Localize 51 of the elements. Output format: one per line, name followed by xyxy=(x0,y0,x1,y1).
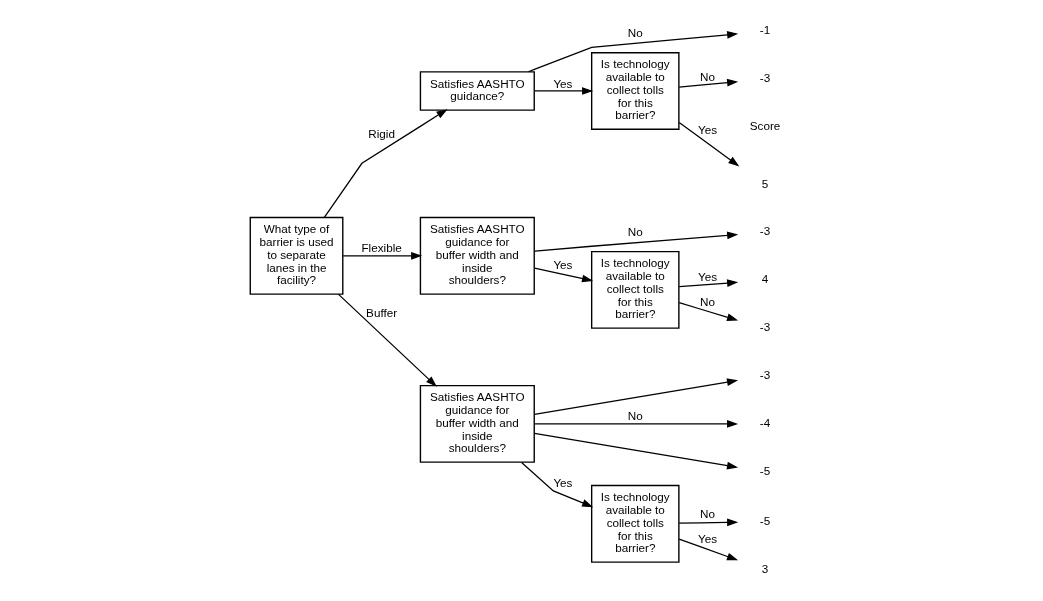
label: Score xyxy=(749,119,780,133)
edge-label: Yes xyxy=(552,476,572,490)
edge-label: Yes xyxy=(697,270,717,284)
edge-label: Yes xyxy=(697,123,717,137)
arrow xyxy=(533,231,738,252)
node-box: Is technology available to collect tolls for this barrier? xyxy=(590,484,680,563)
node-text: -3 xyxy=(759,224,770,238)
arrow xyxy=(533,378,738,416)
node-text: -3 xyxy=(759,367,770,381)
node-text: -3 xyxy=(759,71,770,85)
arrow xyxy=(323,109,448,219)
arrow xyxy=(678,279,738,288)
edge-label: No xyxy=(627,25,643,39)
edge-label: Rigid xyxy=(367,126,395,140)
node-box: Is technology available to collect tolls for this barrier? xyxy=(590,52,680,130)
arrow xyxy=(678,302,738,321)
node-text: 3 xyxy=(761,561,768,575)
arrow xyxy=(678,121,739,167)
edge-label: Flexible xyxy=(360,241,402,255)
arrow xyxy=(678,538,738,561)
arrow xyxy=(533,267,593,283)
arrow xyxy=(527,30,738,73)
arrow xyxy=(533,432,738,470)
edge-label: No xyxy=(699,294,715,308)
arrow xyxy=(533,87,593,95)
edge-label: No xyxy=(627,409,643,423)
arrow xyxy=(342,251,422,260)
edge-label: No xyxy=(699,507,715,521)
node-text: -5 xyxy=(759,463,770,477)
node-box: Satisfies AASHTO guidance for buffer width and inside shoulders? xyxy=(419,384,535,463)
node-text: -3 xyxy=(759,320,770,334)
edge-label: No xyxy=(627,225,643,239)
node-box: Is technology available to collect tolls for this barrier? xyxy=(590,250,680,329)
edge-label: Yes xyxy=(552,258,572,272)
node-text: -4 xyxy=(759,415,770,429)
node-text: -5 xyxy=(759,513,770,527)
arrow xyxy=(678,78,738,88)
edge-label: Yes xyxy=(697,531,717,545)
edge-label: Buffer xyxy=(365,306,397,320)
arrow xyxy=(337,293,437,387)
arrow xyxy=(533,420,738,428)
node-box: What type of barrier is used to separate lanes in the facility? xyxy=(249,216,343,295)
node-box: Satisfies AASHTO guidance for buffer width and inside shoulders? xyxy=(419,216,535,295)
arrow xyxy=(678,518,738,527)
node-text: -1 xyxy=(759,23,770,37)
node-box: Satisfies AASHTO guidance? xyxy=(419,71,535,111)
node-text: 4 xyxy=(761,272,768,286)
arrow xyxy=(520,461,593,508)
edge-label: No xyxy=(699,70,715,84)
edge-label: Yes xyxy=(552,76,572,90)
node-text: 5 xyxy=(761,176,768,190)
